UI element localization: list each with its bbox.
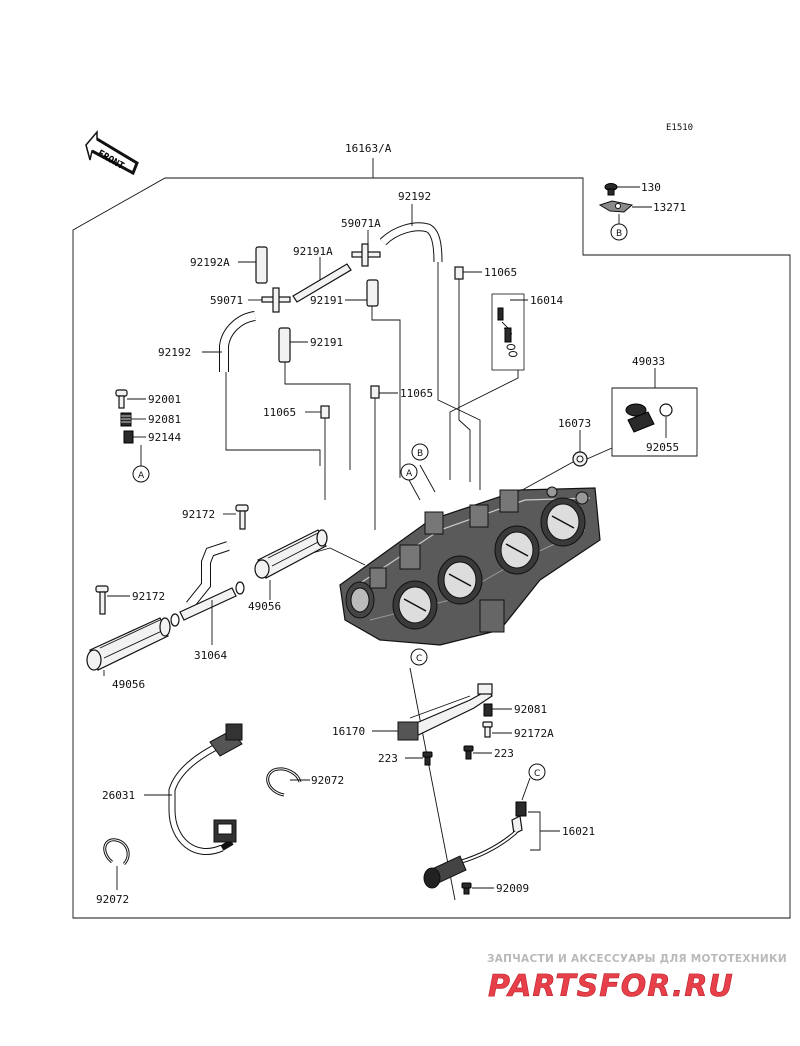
tee-59071A [351,243,381,267]
callout-92055: 92055 [646,441,679,454]
clamp-92072-a [266,767,302,797]
screw-92172A [482,721,493,738]
grommet-16073 [572,451,588,467]
callout-92009: 92009 [496,882,529,895]
bore-outer-left [345,581,375,619]
hose-92191A [292,263,352,303]
injector-16014 [491,293,525,371]
cap-11065-a [454,266,464,280]
callout-92192-left: 92192 [158,346,191,359]
svg-text:C: C [534,769,540,779]
callout-49056-b: 49056 [112,678,145,691]
harness-26031 [168,723,243,856]
screw-223-a [422,751,433,766]
callout-92001: 92001 [148,393,181,406]
spring-92144 [123,430,134,444]
callout-11065-a: 11065 [484,266,517,279]
callout-92191-b: 92191 [310,336,343,349]
cross-59071 [261,287,291,313]
bore-4 [540,497,586,547]
cap-11065-b [370,385,380,399]
callout-16014: 16014 [530,294,563,307]
callout-223-b: 223 [494,747,514,760]
screw-130 [604,183,618,196]
screw-92172-a [235,504,249,530]
spring-92081-b [483,703,493,717]
front-arrow-icon: FRONT [85,129,139,176]
screw-92009 [461,882,472,895]
callout-16021: 16021 [562,825,595,838]
bore-2 [437,555,483,605]
watermark-tagline: ЗАПЧАСТИ И АКСЕССУАРЫ ДЛЯ МОТОТЕХНИКИ [487,953,787,965]
callout-92172-b: 92172 [132,590,165,603]
callout-92192A: 92192A [190,256,230,269]
bore-1 [392,580,438,630]
hose-92192A [255,246,268,284]
screw-223-b [463,745,474,760]
callout-16170: 16170 [332,725,365,738]
callout-13271: 13271 [653,201,686,214]
callout-92072-b: 92072 [96,893,129,906]
ref-circle-c-bottom [528,763,546,781]
callout-59071: 59071 [210,294,243,307]
ref-circle-c-body [410,648,428,666]
callout-59071A: 59071A [341,217,381,230]
assembly-outline [72,177,791,919]
callout-92192-top: 92192 [398,190,431,203]
ref-circle-b-body [411,443,429,461]
callout-223-a: 223 [378,752,398,765]
callout-16073: 16073 [558,417,591,430]
callout-92081-b: 92081 [514,703,547,716]
diagram-ref-code: E1510 [666,123,693,133]
callout-31064: 31064 [194,649,227,662]
screw-92172-b [95,585,109,615]
callout-92144: 92144 [148,431,181,444]
screw-92001 [115,389,128,409]
callout-49056-a: 49056 [248,600,281,613]
svg-text:B: B [417,449,423,459]
spring-92081-a [120,412,132,427]
svg-text:A: A [406,469,413,479]
callout-92191A: 92191A [293,245,333,258]
clamp-92072-b [103,838,130,866]
callout-130: 130 [641,181,661,194]
ref-circle-b-top [610,223,628,241]
bore-3 [494,525,540,575]
svg-text:A: A [138,471,145,481]
svg-text:B: B [616,229,622,239]
pipe-31064 [170,541,245,627]
sensor-16021 [423,801,527,889]
throttle-body-assembly [339,486,601,646]
sensor-49033 [625,403,673,433]
callout-92172-a: 92172 [182,508,215,521]
watermark-brand: PARTSFOR.RU [488,969,734,1004]
sensor-16170 [397,683,493,741]
assembly-label: 16163/A [345,142,392,155]
cap-11065-c [320,405,330,419]
svg-text:C: C [416,654,422,664]
callout-92081-a: 92081 [148,413,181,426]
hose-92191-a [366,279,379,307]
callout-11065-c: 11065 [263,406,296,419]
bracket-13271 [598,200,634,213]
callout-92191-a: 92191 [310,294,343,307]
hose-92191-b [278,327,291,363]
callout-92172A: 92172A [514,727,554,740]
callout-26031: 26031 [102,789,135,802]
ref-circle-a-left [132,465,150,483]
fuel-rail-49056-b [86,617,171,671]
callout-11065-b: 11065 [400,387,433,400]
ref-circle-a-body [400,463,418,481]
callout-92072-a: 92072 [311,774,344,787]
fuel-rail-49056-a [254,529,328,579]
callout-49033: 49033 [632,355,665,368]
